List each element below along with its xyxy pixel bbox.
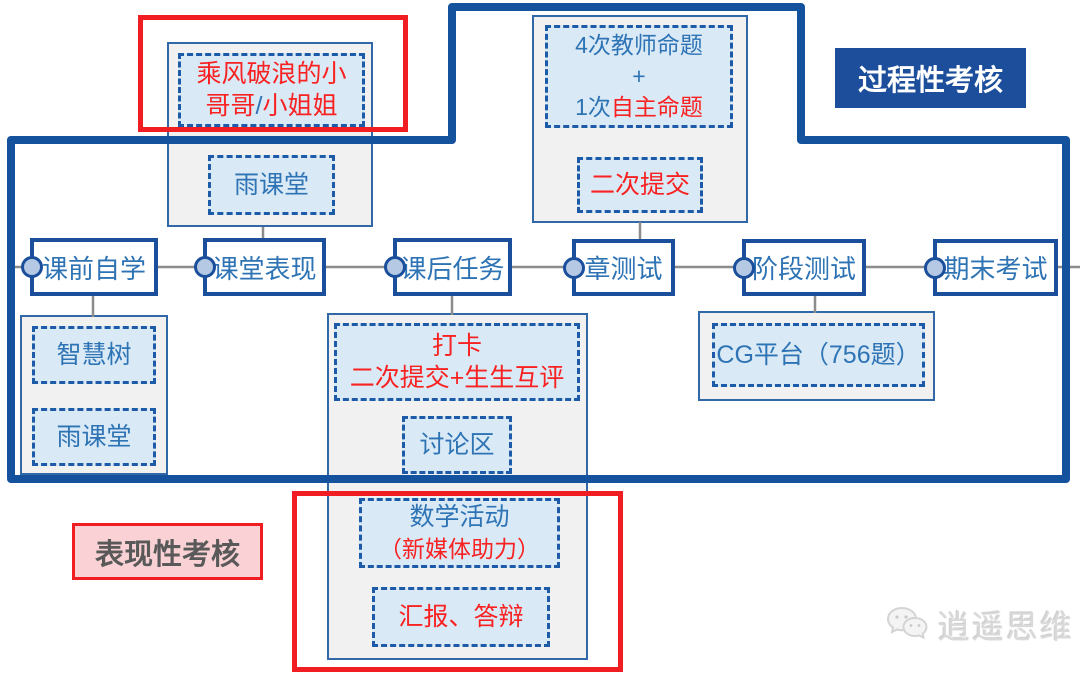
daka-line2: 二次提交+生生互评 xyxy=(349,364,565,392)
flow-node-stage-test: 阶段测试 xyxy=(733,239,866,296)
stage-bottom-panel: CG平台（756题） xyxy=(698,311,935,401)
flow-node-chapter-test: 章测试 xyxy=(563,239,675,296)
surfers-box: 乘风破浪的小 哥哥/小姐姐 xyxy=(178,53,365,127)
proposition-line1: 4次教师命题 xyxy=(575,31,703,58)
daka-box: 打卡 二次提交+生生互评 xyxy=(334,323,580,401)
activity-label: 数学活动 （新媒体助力） xyxy=(379,501,540,566)
node-dot xyxy=(733,256,755,279)
flow-node-label: 课后任务 xyxy=(400,253,505,284)
rain-classroom-top-label: 雨课堂 xyxy=(233,170,309,199)
proposition-line3-red: 自主命题 xyxy=(610,94,703,121)
flow-node-label: 课堂表现 xyxy=(212,253,317,284)
report-box: 汇报、答辩 xyxy=(372,587,550,647)
rain-classroom-bottom-box: 雨课堂 xyxy=(32,408,156,466)
highlight-rect-bottom xyxy=(292,491,623,672)
node-dot xyxy=(384,256,406,278)
surfers-line2b: 小姐姐 xyxy=(262,92,338,120)
surfers-slash: / xyxy=(255,92,263,120)
proposition-label: 4次教师命题 + 1次自主命题 xyxy=(575,30,703,123)
highlight-rect-top xyxy=(138,15,408,132)
activity-line2: （新媒体助力） xyxy=(379,536,540,562)
chapter-top-panel: 4次教师命题 + 1次自主命题 二次提交 xyxy=(532,15,748,223)
activity-box: 数学活动 （新媒体助力） xyxy=(359,498,560,568)
flow-node-label: 阶段测试 xyxy=(751,254,856,284)
preclass-bottom-panel: 智慧树 雨课堂 xyxy=(20,315,168,475)
resubmit-box: 二次提交 xyxy=(577,157,703,213)
flow-node-label: 章测试 xyxy=(584,254,663,284)
watermark-text: 逍遥思维 xyxy=(938,609,1075,645)
process-assessment-badge: 过程性考核 xyxy=(835,48,1026,108)
surfers-label: 乘风破浪的小 哥哥/小姐姐 xyxy=(196,58,346,123)
flow-node-afterclass: 课后任务 xyxy=(384,238,512,296)
cg-platform-box: CG平台（756题） xyxy=(712,323,925,387)
rain-classroom-top-box: 雨课堂 xyxy=(208,155,335,215)
flow-node-label: 期末考试 xyxy=(943,254,1048,284)
wechat-icon xyxy=(886,606,928,640)
flow-node-final-exam: 期末考试 xyxy=(924,239,1058,296)
discussion-box: 讨论区 xyxy=(402,416,512,474)
watermark: 逍遥思维 xyxy=(884,602,1074,648)
performance-assessment-label: 表现性考核 xyxy=(94,538,240,571)
zhihuishu-label: 智慧树 xyxy=(56,340,132,369)
resubmit-label: 二次提交 xyxy=(589,170,690,199)
node-dot xyxy=(21,256,43,278)
classroom-top-panel: 乘风破浪的小 哥哥/小姐姐 雨课堂 xyxy=(167,42,373,227)
node-dot xyxy=(563,256,585,279)
activity-line1: 数学活动 xyxy=(409,502,510,531)
performance-assessment-badge: 表现性考核 xyxy=(72,523,263,580)
rain-classroom-bottom-label: 雨课堂 xyxy=(56,422,132,451)
process-assessment-label: 过程性考核 xyxy=(857,65,1003,97)
proposition-line3-blue: 1次 xyxy=(575,94,611,121)
proposition-box: 4次教师命题 + 1次自主命题 xyxy=(545,25,733,128)
flow-node-classroom: 课堂表现 xyxy=(194,238,326,296)
flow-node-preclass: 课前自学 xyxy=(21,238,158,296)
surfers-line2a: 哥哥 xyxy=(205,92,256,120)
flow-node-label: 课前自学 xyxy=(41,253,146,284)
node-dot xyxy=(924,256,946,279)
daka-label: 打卡 二次提交+生生互评 xyxy=(350,330,565,395)
proposition-plus: + xyxy=(632,62,646,89)
daka-line1: 打卡 xyxy=(431,331,482,360)
cg-platform-label: CG平台（756题） xyxy=(716,340,921,369)
surfers-line1: 乘风破浪的小 xyxy=(196,59,347,88)
discussion-label: 讨论区 xyxy=(419,430,495,459)
node-dot xyxy=(194,256,216,278)
afterclass-bottom-panel: 打卡 二次提交+生生互评 讨论区 数学活动 （新媒体助力） 汇报、答辩 xyxy=(327,313,588,660)
process-region-outline xyxy=(7,3,1070,483)
report-label: 汇报、答辩 xyxy=(398,602,524,631)
zhihuishu-box: 智慧树 xyxy=(32,326,156,384)
